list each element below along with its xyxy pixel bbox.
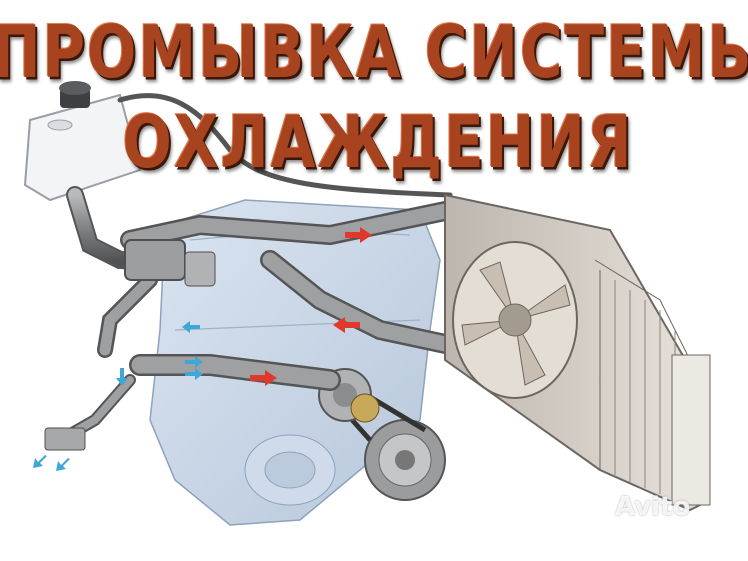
thermostat-housing bbox=[124, 239, 216, 287]
cooling-fan bbox=[452, 241, 578, 399]
title-line-1: ПРОМЫВКА СИСТЕМЫ bbox=[0, 9, 748, 95]
avito-watermark: Avito bbox=[615, 492, 691, 522]
crankshaft-pulley bbox=[364, 419, 446, 501]
heater-valve bbox=[44, 427, 86, 451]
cold-flow-arrows bbox=[33, 321, 203, 471]
title-line-2: ОХЛАЖДЕНИЯ bbox=[122, 99, 634, 185]
expansion-tank bbox=[23, 81, 142, 202]
hot-flow-arrows bbox=[250, 227, 372, 386]
water-pump bbox=[318, 368, 427, 442]
